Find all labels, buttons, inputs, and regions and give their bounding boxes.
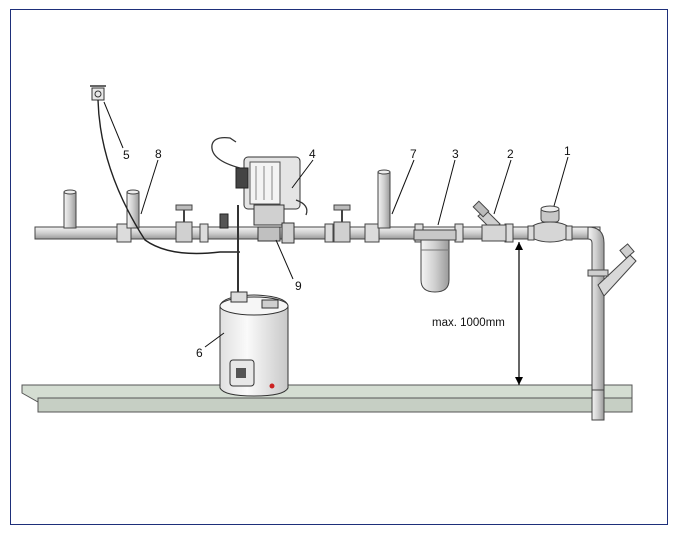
callout-3: 3	[452, 147, 459, 161]
sensor-5	[90, 85, 240, 255]
filter-housing	[413, 229, 457, 293]
callout-8: 8	[155, 147, 162, 161]
water-meter	[527, 205, 573, 243]
callout-7: 7	[410, 147, 417, 161]
tee-stub-left	[63, 189, 77, 229]
callout-4: 4	[309, 147, 316, 161]
shutoff-valve-right	[333, 204, 351, 243]
callout-9: 9	[295, 279, 302, 293]
injection-fitting	[257, 222, 295, 244]
riser-pipe	[587, 226, 637, 421]
tee-stub-8	[126, 189, 140, 229]
leader-lines	[103, 101, 569, 348]
dosing-pump	[211, 137, 308, 229]
pipe-stub-7	[377, 169, 391, 229]
dimension-label: max. 1000mm	[432, 317, 505, 329]
height-dimension	[515, 242, 523, 385]
floor-slab	[21, 384, 633, 413]
main-pipeline	[34, 223, 601, 243]
callout-6: 6	[196, 346, 203, 360]
chemical-tank	[219, 291, 289, 397]
callout-2: 2	[507, 147, 514, 161]
callout-5: 5	[123, 148, 130, 162]
strainer-valve	[472, 200, 507, 242]
diagram-frame	[10, 9, 668, 525]
callout-1: 1	[564, 144, 571, 158]
shutoff-valve-left	[175, 204, 193, 243]
